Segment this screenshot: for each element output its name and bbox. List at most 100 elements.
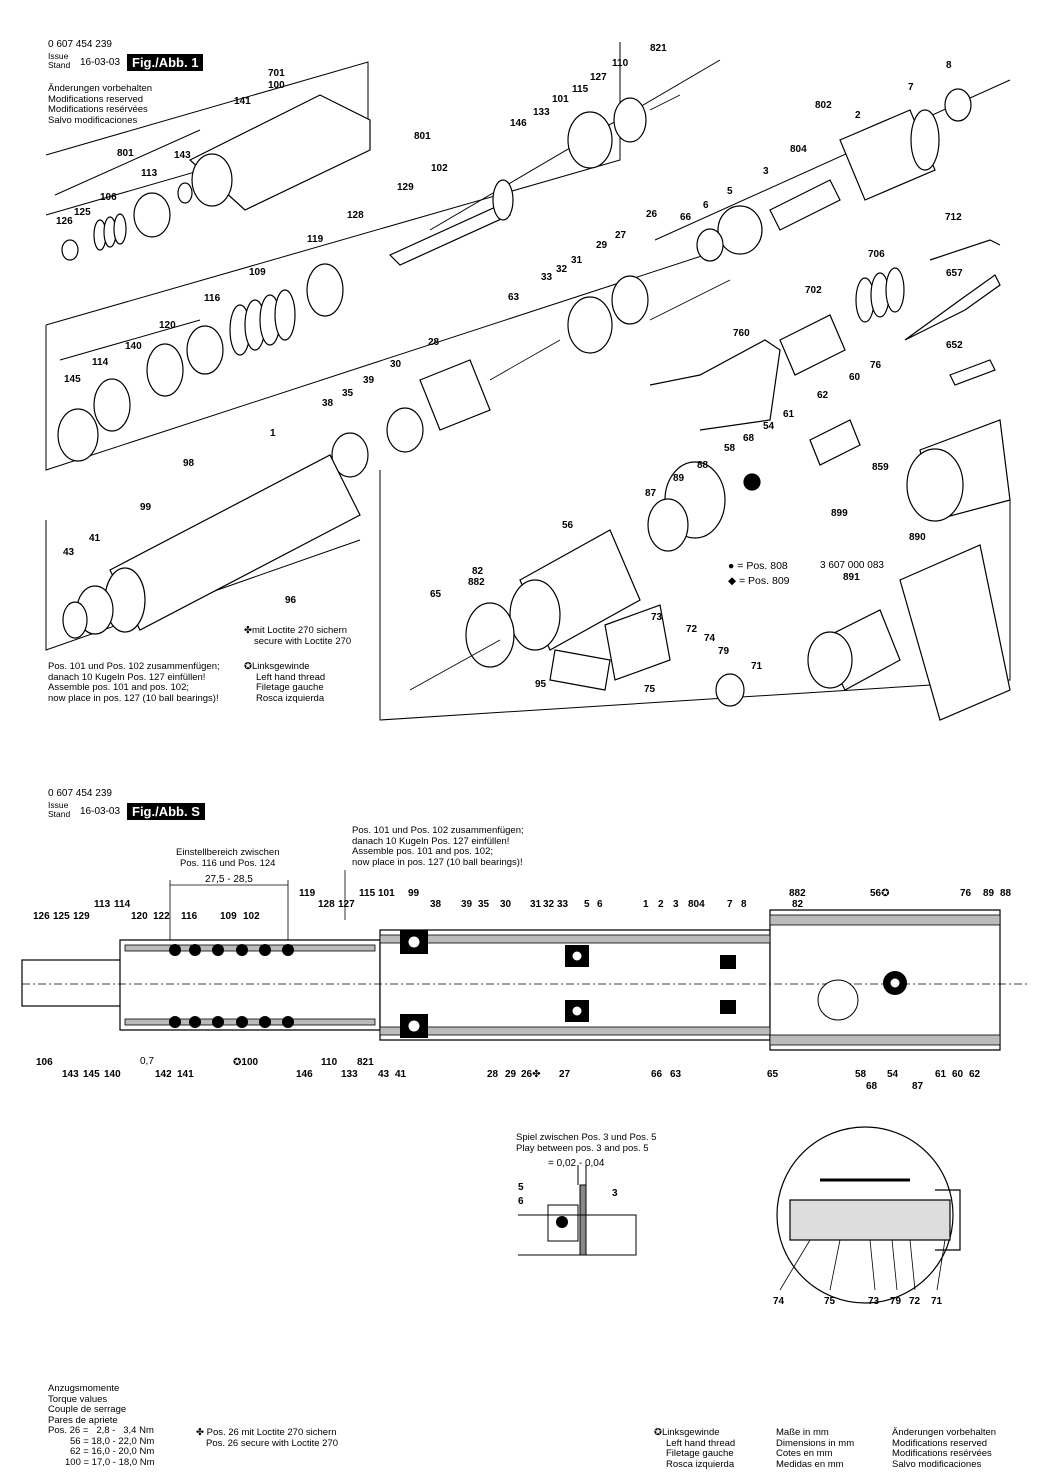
rod-65 xyxy=(409,639,501,691)
torque-row: 62 = 16,0 - 20,0 Nm xyxy=(70,1446,155,1457)
callout: 32 xyxy=(543,899,555,910)
bearing-8-section-b xyxy=(720,1000,736,1014)
callout: 74 xyxy=(773,1296,785,1307)
part-number-3607: 3 607 000 083 xyxy=(820,560,884,571)
fitting-62 xyxy=(809,419,861,466)
callout: 66 xyxy=(651,1069,663,1080)
hatch-bottom xyxy=(379,1026,771,1036)
ring-143 xyxy=(177,182,193,204)
pos-legend-text: = Pos. 809 xyxy=(739,574,790,587)
callout: 38 xyxy=(322,398,334,409)
callout: 101 xyxy=(378,888,395,899)
callout: 802 xyxy=(815,100,832,111)
left-thread-line: Left hand thread xyxy=(666,1437,736,1449)
callout: 56✪ xyxy=(870,888,890,899)
callout: 8 xyxy=(946,60,952,71)
callout: 1 xyxy=(270,428,276,439)
callout: 113 xyxy=(141,168,158,179)
callout: 133 xyxy=(533,107,550,118)
callout: 109 xyxy=(220,911,237,922)
callout: 3 xyxy=(612,1188,618,1199)
circle-icon: ● xyxy=(728,560,735,572)
callout: 652 xyxy=(946,340,963,351)
assembly-line: Pos. 101 und Pos. 102 zusammenfügen; xyxy=(48,661,220,672)
bearing-8-section xyxy=(720,955,736,969)
callout: 110 xyxy=(321,1057,338,1068)
callout: 801 xyxy=(414,131,431,142)
callout: 119 xyxy=(299,888,316,899)
torque-row: 56 = 18,0 - 22,0 Nm xyxy=(70,1435,155,1447)
frame-line xyxy=(379,470,1011,721)
torque-loctite-note: ✤ Pos. 26 mit Loctite 270 sichern Pos. 2… xyxy=(196,1427,339,1449)
housing-1 xyxy=(109,454,361,631)
callout: 35 xyxy=(478,899,490,910)
left-thread-line: Filetage gauche xyxy=(666,1448,734,1459)
spring-106 xyxy=(93,213,127,251)
callout: 58 xyxy=(724,443,736,454)
callout: 63 xyxy=(508,292,520,303)
spindle-flange xyxy=(492,179,514,221)
callout: 30 xyxy=(390,359,402,370)
callout: 145 xyxy=(83,1069,100,1080)
callout: 71 xyxy=(751,661,763,672)
torque-loctite-line: Pos. 26 secure with Loctite 270 xyxy=(206,1437,339,1449)
callout: 3 xyxy=(673,899,679,910)
valve-body-end xyxy=(509,579,561,651)
part-114 xyxy=(93,378,131,432)
hatch-clutch-top xyxy=(124,944,376,952)
callout: 146 xyxy=(510,118,527,129)
detail-housing xyxy=(579,1184,587,1256)
torque-header: Pares de apriete xyxy=(48,1414,118,1426)
pin-821 xyxy=(649,94,681,111)
flow-arrow xyxy=(54,129,201,196)
callout: 114 xyxy=(92,357,109,368)
callout: 821 xyxy=(650,43,667,54)
left-thread-note: ✪Linksgewinde Left hand thread Filetage … xyxy=(244,661,325,704)
callout: 100 xyxy=(268,80,285,91)
callout: 143 xyxy=(174,150,191,161)
callout-text: 26 xyxy=(521,1069,533,1080)
callout: 6 xyxy=(597,899,603,910)
housing-141-end xyxy=(191,153,233,207)
callout: 88 xyxy=(697,460,709,471)
callout: 120 xyxy=(159,320,176,331)
bearing-8 xyxy=(944,88,972,122)
callout: 702 xyxy=(805,285,822,296)
callout: 122 xyxy=(153,911,170,922)
cylinder-end xyxy=(910,109,940,171)
carrier-38 xyxy=(331,432,369,478)
ring-43 xyxy=(62,601,88,639)
callout: 39 xyxy=(363,375,375,386)
wire-760 xyxy=(649,339,781,431)
callout: 142 xyxy=(155,1069,172,1080)
callout: 96 xyxy=(285,595,297,606)
clover-icon: ✤ xyxy=(244,625,252,636)
callout: 29 xyxy=(596,240,608,251)
callout: 38 xyxy=(430,899,442,910)
left-thread-icon: ✪ xyxy=(654,1427,662,1438)
callout: 3 xyxy=(763,166,769,177)
units-line: Dimensions in mm xyxy=(776,1437,855,1449)
reserved-line: Änderungen vorbehalten xyxy=(892,1427,997,1438)
carrier-29 xyxy=(567,296,613,354)
hub-101 xyxy=(567,111,613,169)
part-87 xyxy=(647,498,689,552)
callout: 882 xyxy=(789,888,806,899)
left-thread-line: ✪Linksgewinde xyxy=(654,1427,735,1439)
callout: 128 xyxy=(347,210,364,221)
loctite-line: ✤mit Loctite 270 sichern xyxy=(244,625,351,637)
reserved-line: Modifications resérvées xyxy=(48,104,148,115)
callout-text: 56 xyxy=(870,888,882,899)
callout: 82 xyxy=(472,566,484,577)
callout: 701 xyxy=(268,68,285,79)
callout: 116 xyxy=(204,293,221,304)
left-thread-line: Rosca izquierda xyxy=(256,692,325,704)
callout: 899 xyxy=(831,508,848,519)
spring-109 xyxy=(229,289,296,356)
bearing-ball-5 xyxy=(571,950,583,962)
hatch-valve-bottom xyxy=(769,1034,1001,1046)
callout: 146 xyxy=(296,1069,313,1080)
reserved-line: Modifications resérvées xyxy=(892,1448,992,1459)
left-thread-note-2: ✪Linksgewinde Left hand thread Filetage … xyxy=(654,1427,736,1470)
callout: 5 xyxy=(584,899,590,910)
